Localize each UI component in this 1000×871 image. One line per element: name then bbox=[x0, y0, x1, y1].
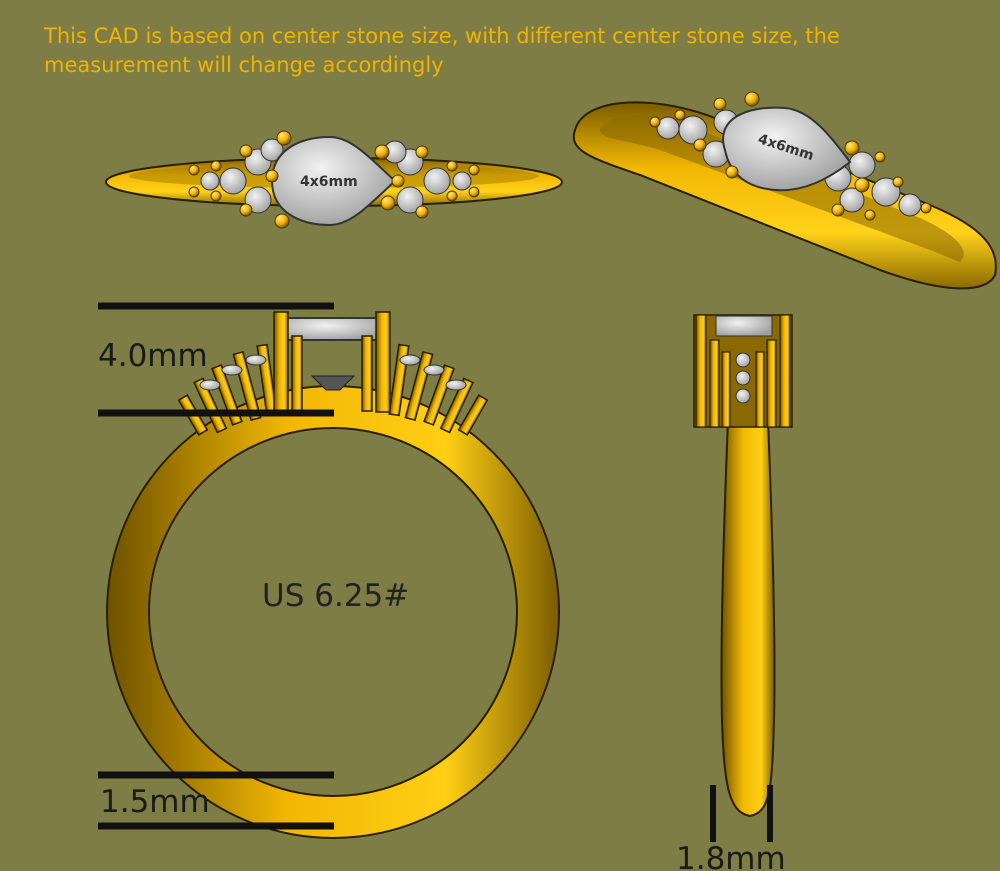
side-view: 1.8mm bbox=[676, 314, 793, 871]
side-view-measure-lines bbox=[710, 785, 773, 842]
band-width-side-label: 1.8mm bbox=[676, 841, 786, 871]
side-view-side-stones bbox=[735, 352, 751, 404]
side-view-center-stone bbox=[715, 315, 773, 337]
perspective-view-prongs bbox=[649, 91, 932, 221]
front-view-measure-lines bbox=[98, 302, 334, 830]
cad-note-line-1: This CAD is based on center stone size, … bbox=[44, 24, 840, 48]
front-view-center-head bbox=[273, 311, 391, 413]
band-width-front-label: 1.5mm bbox=[100, 784, 210, 820]
top-view-side-stones-right bbox=[383, 140, 472, 214]
perspective-view-center-stone bbox=[722, 106, 852, 192]
perspective-view-side-stones bbox=[656, 109, 922, 217]
side-view-prongs bbox=[695, 314, 791, 428]
top-view-prongs bbox=[188, 130, 480, 229]
front-view: 4.0mm US 6.25# 1.5mm bbox=[98, 302, 560, 839]
perspective-view: 4x6mm bbox=[572, 91, 997, 290]
ring-size-label: US 6.25# bbox=[262, 578, 409, 614]
cad-note: This CAD is based on center stone size, … bbox=[44, 22, 924, 80]
cad-note-line-2: measurement will change accordingly bbox=[44, 53, 444, 77]
side-view-shank bbox=[720, 411, 776, 818]
top-view: 4x6mm bbox=[105, 130, 563, 229]
top-view-side-stones-left bbox=[200, 138, 284, 214]
top-view-stone-label: 4x6mm bbox=[300, 174, 358, 190]
head-height-label: 4.0mm bbox=[98, 338, 208, 374]
front-view-band-inner bbox=[148, 427, 518, 797]
front-view-side-stones bbox=[199, 354, 467, 391]
